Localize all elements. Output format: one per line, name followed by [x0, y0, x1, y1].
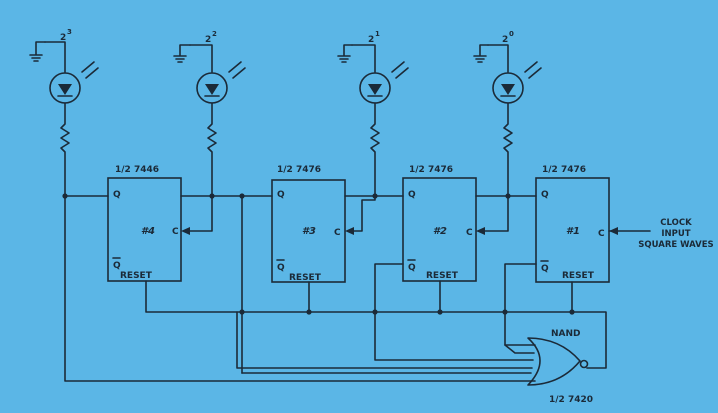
gate-type-label: NAND — [551, 329, 581, 339]
flipflop-4: 1/2 7446 Q Q C #4 RESET — [107, 165, 182, 282]
gate-chip-label: 1/2 7420 — [549, 395, 593, 405]
ground-icon — [173, 44, 191, 63]
clock-pin-label: C — [466, 228, 473, 238]
clock-pin-label: C — [334, 228, 341, 238]
resistor-icon — [189, 102, 217, 232]
ground-icon — [337, 44, 353, 63]
chip-label: 1/2 7446 — [115, 165, 159, 175]
reset-pin-label: RESET — [289, 273, 322, 283]
resistor-icon — [477, 102, 513, 232]
clock-label-line1: CLOCK — [660, 218, 692, 228]
arrow-icon — [181, 227, 190, 235]
qbar-pin-label: Q — [408, 263, 416, 273]
led-stage-2-2: 2 2 — [173, 30, 246, 232]
clock-input-label: CLOCK INPUT SQUARE WAVES — [638, 218, 713, 250]
ground-icon — [29, 41, 46, 62]
chip-label: 1/2 7476 — [542, 165, 586, 175]
resistor-icon — [60, 102, 70, 197]
diode-icon — [368, 84, 382, 95]
flipflop-3: 1/2 7476 Q Q C #3 RESET — [271, 165, 346, 283]
clock-label-line3: SQUARE WAVES — [638, 240, 713, 250]
nand-gate-icon — [527, 337, 581, 386]
inverter-bubble-icon — [579, 359, 589, 369]
q-pin-label: Q — [408, 190, 416, 200]
arrow-icon — [609, 227, 618, 235]
light-rays-icon — [524, 61, 542, 79]
q-pin-label: Q — [277, 190, 285, 200]
flipflop-number: #4 — [141, 226, 155, 237]
flipflop-number: #1 — [566, 226, 580, 237]
diode-icon — [205, 84, 219, 95]
reset-pin-label: RESET — [120, 271, 153, 281]
qbar-pin-label: Q — [113, 261, 121, 271]
light-rays-icon — [228, 61, 246, 79]
q-pin-label: Q — [541, 190, 549, 200]
interconnect-wiring — [62, 193, 651, 382]
diode-icon — [501, 84, 515, 95]
flipflop-box — [107, 177, 182, 282]
resistor-icon — [370, 102, 380, 197]
flipflop-number: #2 — [433, 226, 447, 237]
flipflop-2: 1/2 7476 Q Q C #2 RESET — [402, 165, 477, 282]
clock-pin-label: C — [598, 229, 605, 239]
bit-weight-base: 2 — [368, 35, 374, 45]
led-stage-2-0: 2 0 — [473, 30, 542, 232]
arrow-icon — [345, 227, 354, 235]
bit-weight-exponent: 3 — [67, 28, 72, 36]
bit-weight-exponent: 1 — [375, 30, 380, 38]
qbar-pin-label: Q — [277, 263, 285, 273]
reset-pin-label: RESET — [562, 271, 595, 281]
reset-pin-label: RESET — [426, 271, 459, 281]
chip-label: 1/2 7476 — [409, 165, 453, 175]
flipflop-number: #3 — [302, 226, 316, 237]
bit-weight-base: 2 — [502, 35, 508, 45]
bit-weight-exponent: 0 — [509, 30, 514, 38]
clock-pin-label: C — [172, 227, 179, 237]
light-rays-icon — [391, 61, 409, 79]
diode-icon — [58, 84, 72, 95]
q-pin-label: Q — [113, 190, 121, 200]
clock-label-line2: INPUT — [661, 229, 690, 239]
light-rays-icon — [81, 61, 99, 79]
chip-label: 1/2 7476 — [277, 165, 321, 175]
arrow-icon — [476, 227, 485, 235]
ground-icon — [473, 44, 489, 63]
bit-weight-base: 2 — [205, 35, 211, 45]
nand-gate: NAND 1/2 7420 — [527, 329, 593, 405]
led-stage-2-3: 2 3 — [29, 28, 99, 197]
ground-wire — [44, 41, 66, 73]
bit-weight-base: 2 — [60, 33, 66, 43]
led-stage-2-1: 2 1 — [337, 30, 409, 197]
qbar-pin-label: Q — [541, 264, 549, 274]
bit-weight-exponent: 2 — [212, 30, 217, 38]
flipflop-1: 1/2 7476 Q Q C #1 RESET — [535, 165, 610, 283]
